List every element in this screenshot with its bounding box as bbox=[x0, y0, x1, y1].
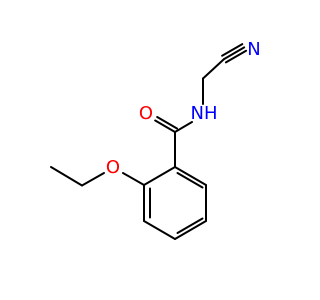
bond-ring-3-inner bbox=[176, 217, 204, 234]
bond-ring-6 bbox=[143, 166, 176, 186]
bond-ring-4 bbox=[143, 220, 176, 240]
molecule-structure: N O NH O bbox=[0, 0, 300, 300]
bond-layer bbox=[50, 43, 248, 240]
bond-n-carbonyl bbox=[174, 121, 193, 133]
bond-co-double-1 bbox=[154, 119, 176, 133]
bond-cn-triple-2 bbox=[223, 46, 246, 61]
bond-ring-o bbox=[122, 172, 145, 186]
atom-layer: N O NH O bbox=[106, 39, 261, 178]
bond-ch2-c bbox=[202, 58, 225, 80]
bond-ring-3 bbox=[174, 220, 207, 240]
bond-cn-triple-3 bbox=[221, 43, 244, 57]
atom-nitrile-n: N bbox=[247, 39, 260, 60]
atom-carbonyl-o: O bbox=[139, 103, 153, 124]
background bbox=[0, 0, 300, 300]
bond-ring-1-inner bbox=[176, 172, 204, 189]
bond-co-double-2 bbox=[156, 116, 178, 130]
bond-o-ch2 bbox=[81, 172, 105, 187]
atom-ether-o: O bbox=[106, 157, 120, 178]
atom-amide-nh: NH bbox=[190, 103, 217, 124]
bond-ch2-ch3 bbox=[50, 166, 83, 187]
bond-ring-1 bbox=[174, 166, 207, 186]
bond-cn-triple-1 bbox=[224, 49, 248, 64]
